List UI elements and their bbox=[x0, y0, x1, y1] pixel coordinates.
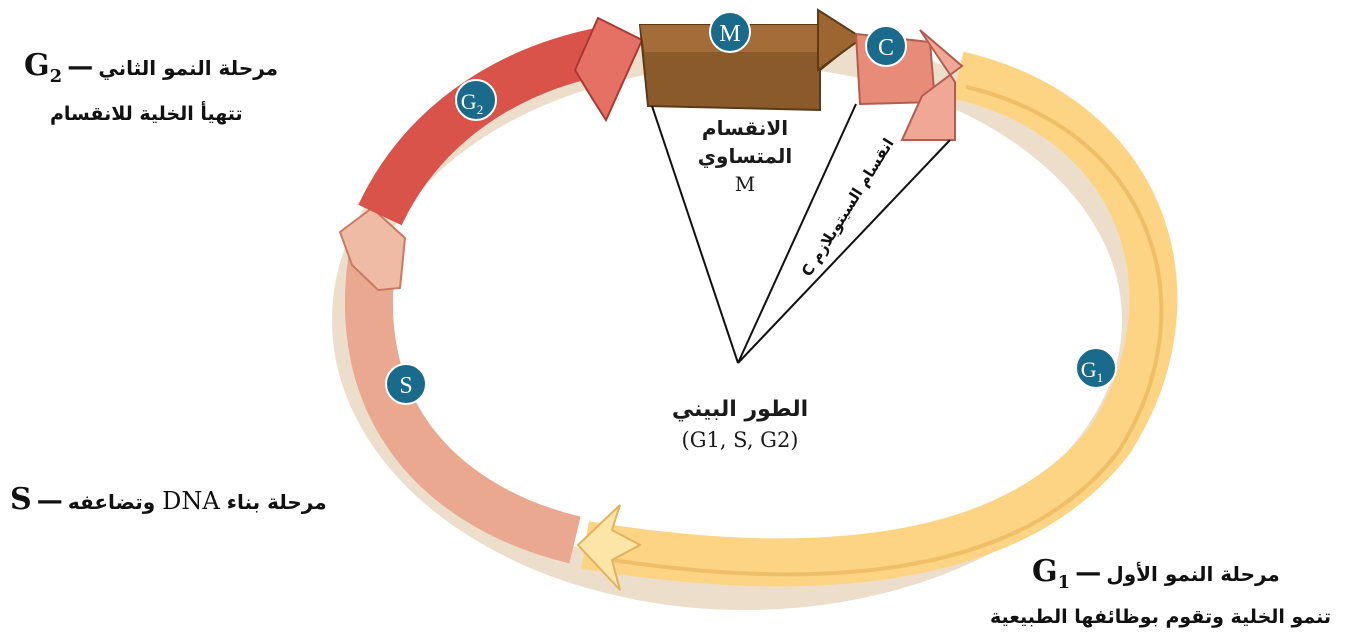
g1-label: G1 — مرحلة النمو الأول bbox=[1032, 554, 1280, 593]
pointer-lines bbox=[651, 103, 951, 364]
s-symbol: S bbox=[10, 482, 32, 517]
badge-g1-label: G1 bbox=[1081, 357, 1103, 385]
badge-s-label: S bbox=[399, 373, 412, 399]
interphase-label: الطور البيني (G1, S, G2) bbox=[640, 395, 840, 455]
badge-s: S bbox=[385, 363, 427, 405]
badge-g2: G2 bbox=[455, 79, 497, 121]
badge-m-label: M bbox=[719, 21, 740, 47]
badge-m: M bbox=[709, 11, 751, 53]
s-name-prefix: مرحلة بناء bbox=[226, 490, 327, 514]
g1-arrowhead bbox=[576, 504, 643, 591]
interphase-title: الطور البيني bbox=[671, 397, 809, 422]
badge-c: C bbox=[865, 25, 907, 67]
g1-description: تنمو الخلية وتقوم بوظائفها الطبيعية bbox=[990, 606, 1332, 628]
mitosis-label: الانقسام المتساوي M bbox=[680, 114, 810, 198]
g2-label: G2 — مرحلة النمو الثاني bbox=[24, 48, 279, 87]
badge-c-label: C bbox=[878, 35, 894, 61]
cytokinesis-label: انقسام السيتوبلازم C bbox=[798, 135, 898, 280]
s-name-dna: DNA bbox=[162, 487, 220, 515]
s-name-suffix: وتضاعفه bbox=[67, 490, 156, 514]
g2-symbol: G2 bbox=[24, 48, 63, 87]
mitosis-line1: الانقسام bbox=[701, 116, 789, 140]
g1-symbol: G1 bbox=[1032, 554, 1071, 593]
badge-g1: G1 bbox=[1075, 347, 1117, 389]
badge-g2-label: G2 bbox=[461, 89, 483, 117]
g1-arc bbox=[581, 51, 1178, 587]
g2-arc bbox=[358, 26, 613, 226]
interphase-sub: (G1, S, G2) bbox=[681, 428, 799, 452]
c-arrowhead bbox=[900, 29, 964, 141]
m-arrowhead bbox=[817, 8, 864, 72]
g1-arc-edge bbox=[592, 85, 1164, 577]
s-arc bbox=[344, 256, 581, 564]
mitosis-letter: M bbox=[734, 172, 756, 196]
mitosis-line2: المتساوي bbox=[697, 144, 793, 168]
g1-name: مرحلة النمو الأول bbox=[1106, 562, 1280, 586]
g2-name: مرحلة النمو الثاني bbox=[98, 56, 279, 80]
s-label: S — مرحلة بناء DNA وتضاعفه bbox=[10, 482, 327, 517]
g2-arrowhead bbox=[573, 16, 644, 123]
g2-description: تتهيأ الخلية للانقسام bbox=[50, 103, 243, 125]
